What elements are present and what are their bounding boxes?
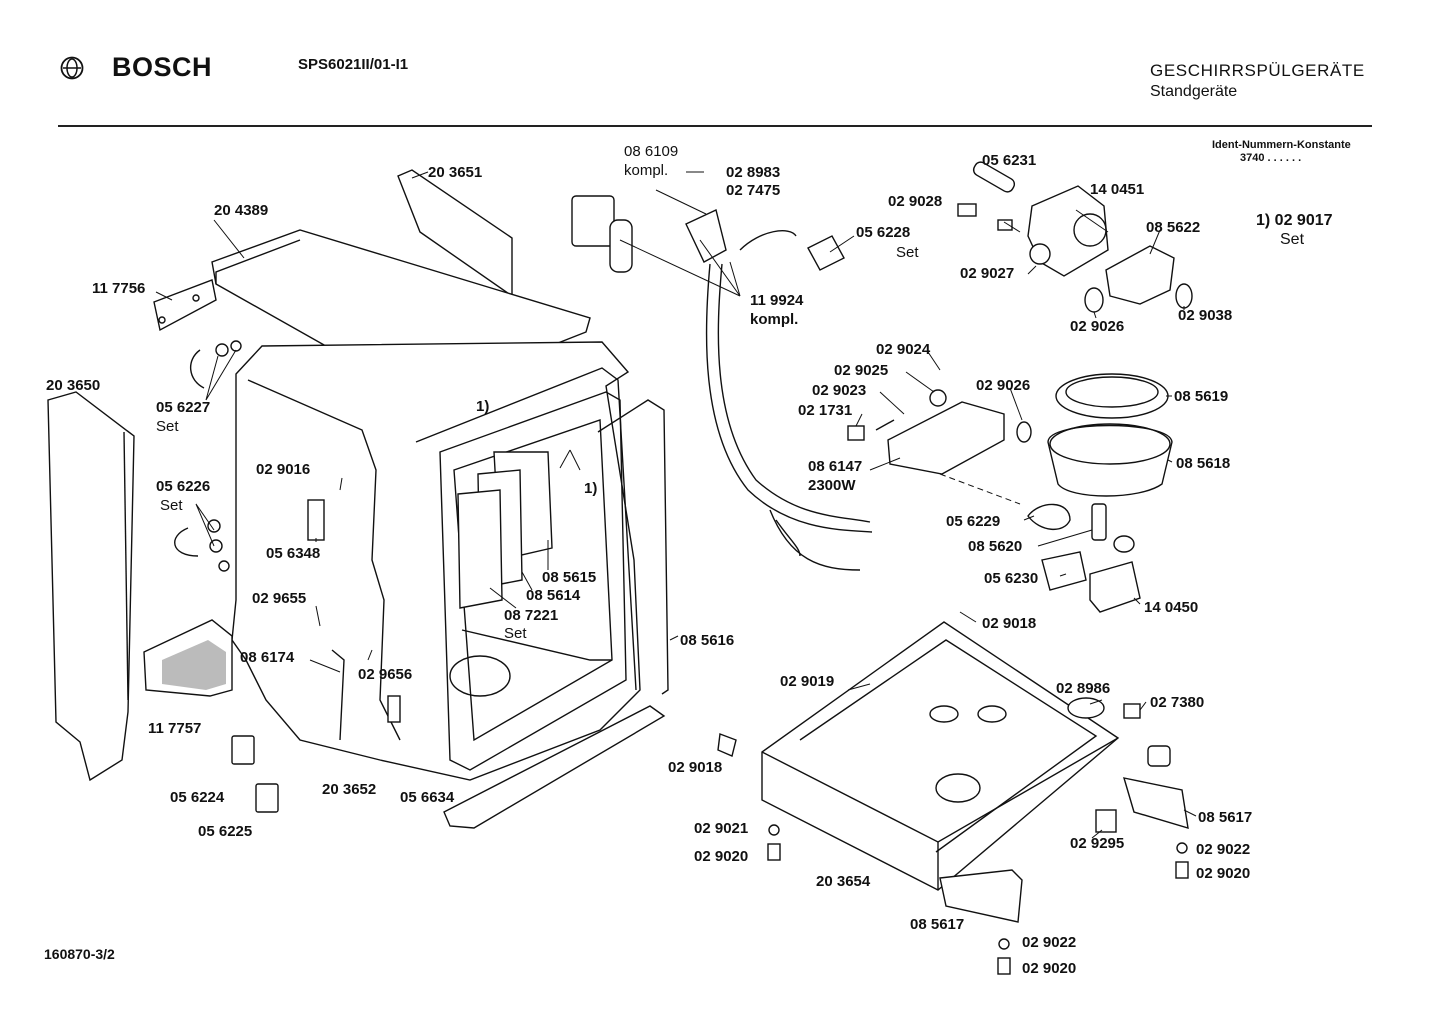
part-label-086109: 08 6109 — [624, 143, 679, 160]
ident-value: 3740 . . . . . . — [1240, 152, 1302, 164]
part-label-140451: 14 0451 — [1090, 181, 1145, 198]
heater-block — [887, 401, 1005, 475]
part-label-021731: 02 1731 — [798, 402, 853, 419]
brand-name: BOSCH — [112, 52, 213, 82]
part-label-029023: 02 9023 — [812, 382, 867, 399]
part-label-2300w: 2300W — [808, 477, 856, 494]
part-label-203652: 20 3652 — [322, 781, 377, 798]
part-label-056228-set: Set — [896, 244, 919, 261]
part-label-029020c: 02 9020 — [1022, 960, 1077, 977]
footnote-ref-1a: 1) — [476, 398, 490, 415]
part-label-029655: 02 9655 — [252, 590, 307, 607]
part-label-029019: 02 9019 — [780, 673, 835, 690]
part-label-029018a: 02 9018 — [982, 615, 1037, 632]
part-label-119924-kompl: kompl. — [750, 311, 799, 328]
part-label-087221: 08 7221 — [504, 607, 559, 624]
part-label-029025: 02 9025 — [834, 362, 889, 379]
side-panel — [47, 391, 135, 782]
part-label-203651: 20 3651 — [428, 164, 483, 181]
part-label-029020a: 02 9020 — [694, 848, 749, 865]
part-label-029656: 02 9656 — [358, 666, 413, 683]
part-label-117756: 11 7756 — [92, 280, 146, 297]
model-number: SPS6021II/01-I1 — [298, 56, 409, 73]
part-label-086109-kompl: kompl. — [624, 162, 669, 179]
part-label-056229: 05 6229 — [946, 513, 1001, 530]
part-label-029038: 02 9038 — [1178, 307, 1233, 324]
part-label-056230: 05 6230 — [984, 570, 1039, 587]
part-label-085614: 08 5614 — [526, 587, 581, 604]
footnote-set: Set — [1280, 231, 1305, 248]
part-label-056634: 05 6634 — [400, 789, 455, 806]
part-label-085616: 08 5616 — [680, 632, 735, 649]
part-label-056226: 05 6226 — [156, 478, 211, 495]
part-label-029022a: 02 9022 — [1196, 841, 1251, 858]
part-label-029021: 02 9021 — [694, 820, 749, 837]
part-label-029295: 02 9295 — [1070, 835, 1125, 852]
part-label-028986: 02 8986 — [1056, 680, 1111, 697]
part-label-056228: 05 6228 — [856, 224, 911, 241]
base-trim — [443, 705, 666, 829]
bosch-logo-icon — [60, 56, 84, 80]
part-label-056226-set: Set — [160, 497, 183, 514]
part-label-204389: 20 4389 — [214, 202, 269, 219]
part-label-029016: 02 9016 — [256, 461, 311, 478]
part-label-029022b: 02 9022 — [1022, 934, 1077, 951]
part-label-029028: 02 9028 — [888, 193, 943, 210]
part-label-028983: 02 8983 — [726, 164, 781, 181]
part-label-085620: 08 5620 — [968, 538, 1023, 555]
part-label-027380: 02 7380 — [1150, 694, 1205, 711]
header-divider — [58, 125, 1372, 127]
part-label-086147: 08 6147 — [808, 458, 863, 475]
part-label-085617a: 08 5617 — [1198, 809, 1253, 826]
product-subcategory: Standgeräte — [1150, 83, 1238, 100]
part-label-027475: 02 7475 — [726, 182, 781, 199]
part-label-029018b: 02 9018 — [668, 759, 723, 776]
part-label-119924: 11 9924 — [750, 292, 804, 309]
part-label-056348: 05 6348 — [266, 545, 321, 562]
part-label-056231: 05 6231 — [982, 152, 1037, 169]
part-label-056227: 05 6227 — [156, 399, 211, 416]
ident-label: Ident-Nummern-Konstante — [1212, 139, 1351, 151]
part-label-029020b: 02 9020 — [1196, 865, 1251, 882]
part-label-203654: 20 3654 — [816, 873, 871, 890]
product-category: GESCHIRRSPÜLGERÄTE — [1150, 61, 1365, 80]
part-label-085622: 08 5622 — [1146, 219, 1201, 236]
part-label-140450: 14 0450 — [1144, 599, 1199, 616]
sump — [1047, 424, 1173, 497]
drain-pump — [1089, 561, 1141, 613]
part-label-087221-set: Set — [504, 625, 527, 642]
drawing-number: 160870-3/2 — [44, 946, 115, 962]
footnote-ref-1b: 1) — [584, 480, 598, 497]
part-label-086174: 08 6174 — [240, 649, 295, 666]
part-label-056224: 05 6224 — [170, 789, 225, 806]
part-label-203650: 20 3650 — [46, 377, 101, 394]
mounting-bracket — [153, 279, 217, 332]
part-label-029024: 02 9024 — [876, 341, 931, 358]
sump-ring — [1055, 373, 1169, 419]
part-label-085618: 08 5618 — [1176, 455, 1231, 472]
part-label-085619: 08 5619 — [1174, 388, 1229, 405]
part-label-029026b: 02 9026 — [976, 377, 1031, 394]
inlet-valve — [571, 195, 615, 247]
footnote-part: 1) 02 9017 — [1256, 212, 1333, 229]
part-label-085615: 08 5615 — [542, 569, 597, 586]
part-label-056227-set: Set — [156, 418, 179, 435]
part-label-117757: 11 7757 — [148, 720, 202, 737]
part-label-056225: 05 6225 — [198, 823, 253, 840]
part-label-085617b: 08 5617 — [910, 916, 965, 933]
part-label-029027: 02 9027 — [960, 265, 1015, 282]
part-label-029026a: 02 9026 — [1070, 318, 1125, 335]
